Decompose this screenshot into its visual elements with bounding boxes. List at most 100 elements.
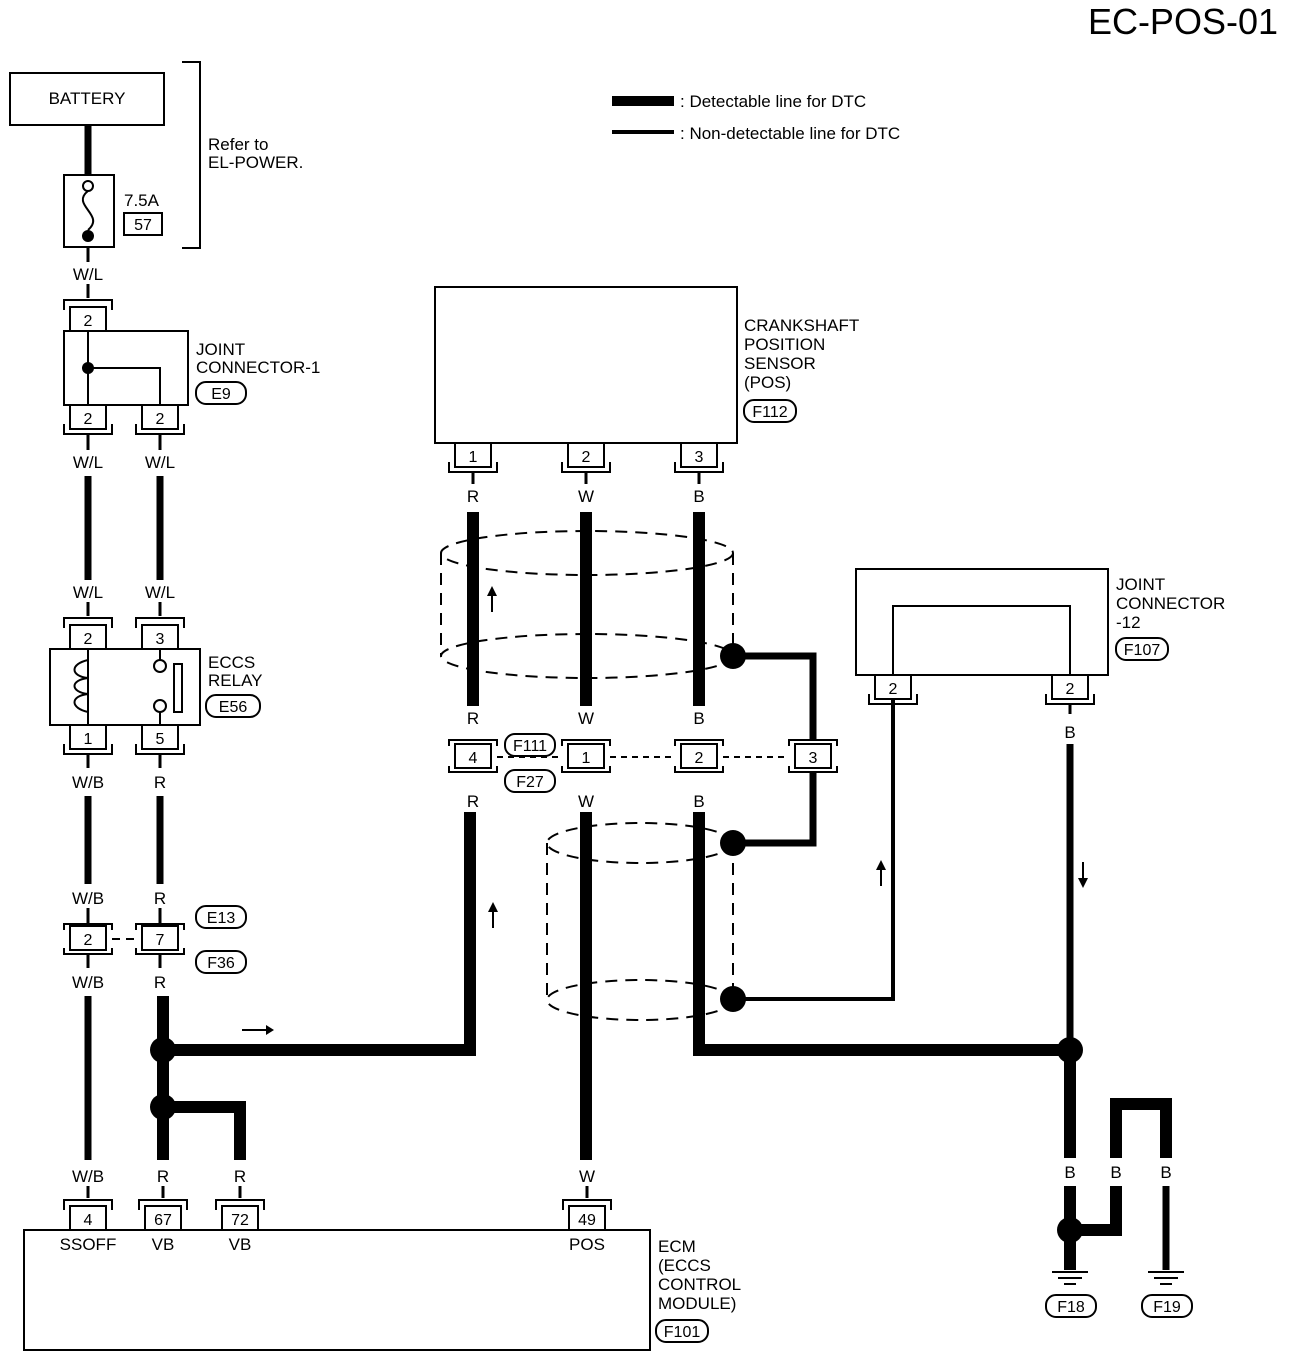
power-ref-bracket	[182, 61, 201, 249]
legend-detectable-text: : Detectable line for DTC	[680, 92, 866, 111]
ground-symbol-f19	[1148, 1271, 1184, 1285]
wire-label-wb-2: W/B	[72, 889, 104, 908]
jc12-pin-right: 2	[1066, 681, 1075, 698]
ecm-connector: F101	[664, 1324, 701, 1341]
jc12-label-line2: CONNECTOR	[1116, 594, 1225, 613]
wire-label-r-6: R	[467, 487, 479, 506]
jc1-label-line1: JOINT	[196, 340, 245, 359]
wire-label-r-8: R	[467, 792, 479, 811]
jc1-pin-left: 2	[84, 411, 93, 428]
ecm-pin-67: 67	[154, 1212, 172, 1229]
wire-label-w-4: W	[579, 1167, 595, 1186]
pos-label-line4: (POS)	[744, 373, 791, 392]
wire-label-w-2: W	[578, 709, 594, 728]
wire-label-wb-1: W/B	[72, 773, 104, 792]
pos-label-line3: SENSOR	[744, 354, 816, 373]
relay-pin-5: 5	[156, 731, 165, 748]
jc12-connector: F107	[1124, 642, 1161, 659]
ecm: 4 67 72 49 SSOFF VB VB POS ECM (ECCS CON…	[23, 1199, 741, 1351]
harness-connector-e13-f36: 2 7 E13 F36	[63, 905, 247, 974]
ecm-label-line4: MODULE)	[658, 1294, 736, 1313]
wire-label-w-1: W	[578, 487, 594, 506]
wire-label-wl-3: W/L	[145, 453, 175, 472]
conn-e13: E13	[207, 910, 236, 927]
eccs-relay: 2 3 1 5 ECCS RELAY E56	[49, 617, 263, 755]
f111-pin-4: 4	[469, 750, 478, 767]
ecm-term-pos: POS	[569, 1235, 605, 1254]
legend-non-detectable-swatch	[612, 130, 674, 134]
relay-contact-symbol	[173, 663, 183, 713]
power-ref-line2: EL-POWER.	[208, 153, 303, 172]
ground-f19: F19	[1153, 1299, 1181, 1316]
ecm-label-line2: (ECCS	[658, 1256, 711, 1275]
jc1-pin-right: 2	[156, 411, 165, 428]
wire-label-b-4: B	[1064, 723, 1075, 742]
joint-connector-1: 2 2 2 JOINT CONNECTOR-1 E9	[63, 299, 320, 435]
wire-label-r-1: R	[154, 773, 166, 792]
pos-label-line2: POSITION	[744, 335, 825, 354]
legend: : Detectable line for DTC : Non-detectab…	[612, 92, 900, 143]
lower-shield	[546, 822, 734, 1021]
pos-label-line1: CRANKSHAFT	[744, 316, 859, 335]
f111-pin-2: 2	[695, 750, 704, 767]
harness-connector-f111-f27: 4 1 2 3 F111 F27	[448, 733, 838, 793]
power-ref-line1: Refer to	[208, 135, 268, 154]
wire-label-b-1: B	[693, 487, 704, 506]
wire-label-wl-5: W/L	[145, 583, 175, 602]
conn-f27: F27	[516, 774, 544, 791]
fuse-symbol	[81, 190, 95, 231]
wire-label-wb-3: W/B	[72, 973, 104, 992]
ecm-pin-4: 4	[84, 1212, 93, 1229]
e13-pin-7: 7	[156, 932, 165, 949]
ecm-term-vb-1: VB	[152, 1235, 175, 1254]
wire-label-wb-4: W/B	[72, 1167, 104, 1186]
fuse-number-box	[123, 212, 163, 236]
pos-pin-2: 2	[582, 449, 591, 466]
wire-label-b-6: B	[1110, 1163, 1121, 1182]
relay-pin-1: 1	[84, 731, 93, 748]
ground-symbol-f18	[1052, 1271, 1088, 1285]
wire-label-wl-2: W/L	[73, 453, 103, 472]
wire-label-wl-4: W/L	[73, 583, 103, 602]
fuse-rating: 7.5A	[124, 191, 160, 210]
page-code: EC-POS-01	[1088, 1, 1278, 42]
jc1-label-line2: CONNECTOR-1	[196, 358, 320, 377]
ground-f18: F18	[1057, 1299, 1085, 1316]
e13-pin-2: 2	[84, 932, 93, 949]
wire-label-wl-1: W/L	[73, 265, 103, 284]
ecm-label-line3: CONTROL	[658, 1275, 741, 1294]
relay-label-line2: RELAY	[208, 671, 263, 690]
f111-pin-3: 3	[809, 750, 818, 767]
wire-label-r-3: R	[154, 973, 166, 992]
fuse-number: 57	[134, 217, 152, 234]
crankshaft-position-sensor: 1 2 3 CRANKSHAFT POSITION SENSOR (POS) F…	[434, 286, 859, 473]
conn-f111: F111	[513, 738, 547, 755]
conn-f36: F36	[207, 955, 235, 972]
wire-label-r-7: R	[467, 709, 479, 728]
jc12-pin-left: 2	[889, 681, 898, 698]
wire-label-r-2: R	[154, 889, 166, 908]
jc1-pin-top: 2	[84, 313, 93, 330]
jc12-label-line3: -12	[1116, 613, 1141, 632]
relay-pin-3: 3	[156, 631, 165, 648]
relay-connector: E56	[219, 699, 248, 716]
jc1-connector: E9	[211, 386, 231, 403]
pos-connector: F112	[752, 404, 787, 421]
ecm-term-vb-2: VB	[229, 1235, 252, 1254]
ecm-label-line1: ECM	[658, 1237, 696, 1256]
relay-label-line1: ECCS	[208, 653, 255, 672]
f111-pin-1: 1	[582, 750, 591, 767]
wire-label-b-7: B	[1160, 1163, 1171, 1182]
ecm-pin-72: 72	[231, 1212, 249, 1229]
ecm-pin-49: 49	[578, 1212, 596, 1229]
wire-label-b-5: B	[1064, 1163, 1075, 1182]
wire-label-b-2: B	[693, 709, 704, 728]
pos-pin-3: 3	[695, 449, 704, 466]
pos-pin-1: 1	[469, 449, 478, 466]
joint-connector-12: 2 2 JOINT CONNECTOR -12 F107	[855, 568, 1225, 705]
jc12-label-line1: JOINT	[1116, 575, 1165, 594]
legend-detectable-swatch	[612, 96, 674, 106]
legend-non-detectable-text: : Non-detectable line for DTC	[680, 124, 900, 143]
wire-label-b-3: B	[693, 792, 704, 811]
